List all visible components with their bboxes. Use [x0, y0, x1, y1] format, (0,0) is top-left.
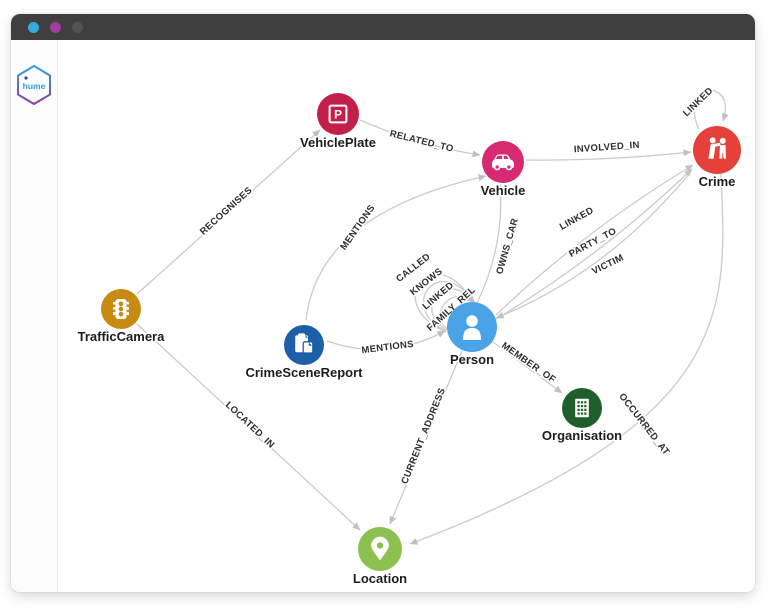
- edge-label: LINKED: [681, 85, 715, 119]
- node-label: Crime: [699, 174, 736, 189]
- clipboard-icon: [295, 333, 314, 354]
- traffic-light-icon: [113, 299, 129, 319]
- edge-involved_in[interactable]: INVOLVED_IN: [525, 138, 692, 161]
- node-traffic-camera[interactable]: TrafficCamera: [76, 289, 167, 346]
- edge-located_in[interactable]: LOCATED_IN: [136, 323, 361, 531]
- edge-label: RECOGNISES: [198, 185, 255, 238]
- edge-label: OCCURRED_AT: [616, 391, 671, 457]
- edge-current_address[interactable]: CURRENT_ADDRESS: [389, 350, 463, 525]
- window-dot-blue[interactable]: [28, 21, 39, 33]
- node-person[interactable]: Person: [447, 302, 497, 369]
- edge-label: LINKED: [558, 205, 596, 233]
- node-label: Location: [353, 571, 407, 586]
- edge-label: MENTIONS: [338, 203, 377, 252]
- hume-logo[interactable]: hume: [15, 64, 53, 111]
- node-organisation[interactable]: Organisation: [540, 388, 624, 445]
- window-dot-magenta[interactable]: [50, 21, 61, 33]
- edge-mentions[interactable]: MENTIONS: [326, 330, 446, 358]
- edge-linked[interactable]: LINKED: [680, 84, 729, 130]
- node-vehicle-plate[interactable]: P VehiclePlate: [299, 93, 377, 152]
- sidebar: hume: [11, 40, 58, 592]
- edge-label: LOCATED_IN: [223, 400, 277, 451]
- node-location[interactable]: Location: [351, 527, 409, 588]
- person-icon: [463, 315, 481, 340]
- building-icon: [575, 398, 589, 418]
- window-titlebar: [11, 14, 755, 40]
- pin-icon: [371, 536, 389, 561]
- edge-label: VICTIM: [590, 252, 625, 277]
- node-label: CrimeSceneReport: [245, 365, 363, 380]
- edge-related_to[interactable]: RELATED_TO: [359, 119, 481, 158]
- car-icon: [492, 154, 514, 171]
- node-label: Person: [450, 352, 494, 367]
- parking-icon: P: [328, 104, 348, 124]
- edge-recognises[interactable]: RECOGNISES: [136, 129, 321, 295]
- edge-label: PARTY_TO: [567, 226, 618, 260]
- logo-text: hume: [23, 81, 46, 91]
- window-dot-gray[interactable]: [72, 21, 83, 33]
- node-vehicle[interactable]: Vehicle: [479, 141, 527, 200]
- edge-label: CURRENT_ADDRESS: [399, 386, 448, 485]
- node-label: TrafficCamera: [78, 329, 165, 344]
- edge-label: MENTIONS: [361, 339, 414, 356]
- node-label: VehiclePlate: [300, 135, 376, 150]
- edge-label: INVOLVED_IN: [574, 140, 641, 156]
- edge-owns_car[interactable]: OWNS_CAR: [476, 183, 522, 304]
- svg-text:P: P: [334, 108, 342, 121]
- node-label: Vehicle: [481, 183, 526, 198]
- edge-label: OWNS_CAR: [494, 217, 521, 276]
- hume-logo-icon: hume: [17, 65, 51, 105]
- node-crime[interactable]: Crime: [693, 126, 741, 191]
- edge-label: RELATED_TO: [389, 128, 455, 155]
- node-label: Organisation: [542, 428, 622, 443]
- edge-label: MEMBER_OF: [499, 340, 557, 385]
- edge-member_of[interactable]: MEMBER_OF: [492, 339, 563, 394]
- crime-icon: [708, 137, 727, 159]
- node-crime-scene-report[interactable]: CrimeSceneReport: [244, 325, 365, 382]
